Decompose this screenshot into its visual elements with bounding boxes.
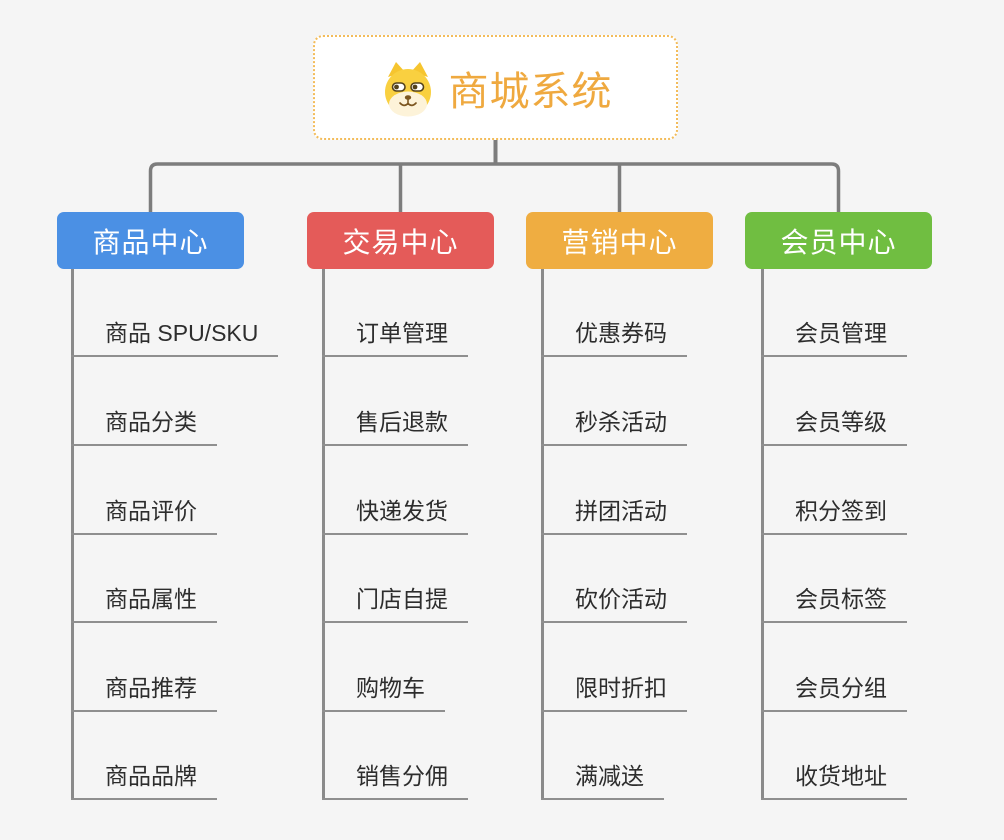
leaf-node[interactable]: 商品品牌 (71, 764, 217, 800)
leaf-node[interactable]: 门店自提 (322, 587, 468, 623)
branch-node-member-center[interactable]: 会员中心 (745, 212, 932, 269)
leaf-node[interactable]: 商品属性 (71, 587, 217, 623)
member-center-children: 会员管理 会员等级 积分签到 会员标签 会员分组 收货地址 (761, 269, 1001, 814)
branch-label: 商品中心 (92, 226, 209, 258)
branch-node-product-center[interactable]: 商品中心 (57, 212, 244, 269)
leaf-node[interactable]: 收货地址 (761, 764, 907, 800)
trade-center-children: 订单管理 售后退款 快递发货 门店自提 购物车 销售分佣 (322, 269, 562, 814)
leaf-node[interactable]: 拼团活动 (541, 499, 687, 535)
leaf-node[interactable]: 积分签到 (761, 499, 907, 535)
branch-node-marketing-center[interactable]: 营销中心 (526, 212, 713, 269)
leaf-node[interactable]: 会员等级 (761, 410, 907, 446)
leaf-node[interactable]: 限时折扣 (541, 676, 687, 712)
marketing-center-children: 优惠券码 秒杀活动 拼团活动 砍价活动 限时折扣 满减送 (541, 269, 781, 814)
leaf-node[interactable]: 会员标签 (761, 587, 907, 623)
leaf-node[interactable]: 商品 SPU/SKU (71, 321, 279, 357)
branch-node-trade-center[interactable]: 交易中心 (307, 212, 494, 269)
leaf-node[interactable]: 满减送 (541, 764, 664, 800)
leaf-node[interactable]: 会员分组 (761, 676, 907, 712)
leaf-node[interactable]: 快递发货 (322, 499, 468, 535)
branch-bracket-line (148, 162, 841, 212)
leaf-node[interactable]: 商品推荐 (71, 676, 217, 712)
doge-face-icon (384, 61, 431, 116)
branch-label: 交易中心 (342, 226, 459, 258)
leaf-node[interactable]: 销售分佣 (322, 764, 468, 800)
leaf-node[interactable]: 优惠券码 (541, 321, 687, 357)
leaf-node[interactable]: 会员管理 (761, 321, 907, 357)
leaf-node[interactable]: 商品分类 (71, 410, 217, 446)
leaf-node[interactable]: 订单管理 (322, 321, 468, 357)
leaf-node[interactable]: 售后退款 (322, 410, 468, 446)
leaf-node[interactable]: 砍价活动 (541, 587, 687, 623)
branch-label: 会员中心 (780, 226, 897, 258)
leaf-node[interactable]: 购物车 (322, 676, 445, 712)
root-node[interactable]: 商城系统 (313, 35, 678, 140)
branch-label: 营销中心 (561, 226, 678, 258)
leaf-node[interactable]: 商品评价 (71, 499, 217, 535)
root-node-label: 商城系统 (448, 69, 613, 114)
product-center-children: 商品 SPU/SKU 商品分类 商品评价 商品属性 商品推荐 商品品牌 (71, 269, 311, 814)
leaf-node[interactable]: 秒杀活动 (541, 410, 687, 446)
